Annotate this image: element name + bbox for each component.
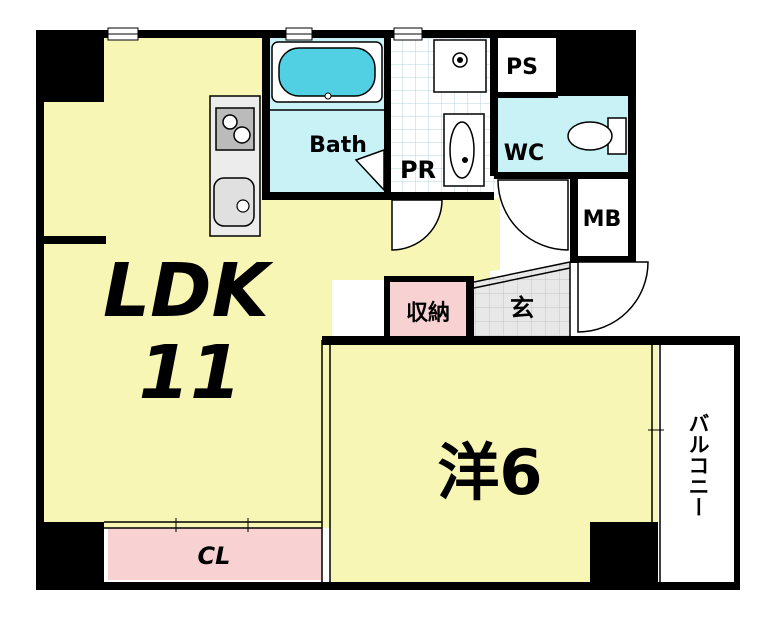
door-bath bbox=[354, 148, 385, 192]
western-label: 洋6 bbox=[437, 436, 542, 509]
wc-label: WC bbox=[504, 141, 544, 166]
ldk-label: LDK bbox=[103, 248, 274, 334]
storage-label: 収納 bbox=[406, 300, 450, 326]
walls bbox=[36, 30, 740, 590]
entrance-floor bbox=[474, 262, 570, 338]
ldk-size-label: 11 bbox=[139, 330, 242, 416]
mb-wall-bottom bbox=[570, 256, 636, 263]
storage-wall-left bbox=[384, 276, 390, 340]
wc-wall-bottom bbox=[494, 172, 630, 179]
sink-icon bbox=[213, 177, 255, 227]
corner-column-tr bbox=[556, 30, 636, 96]
mb-label: MB bbox=[583, 207, 622, 232]
washer-drain-icon bbox=[433, 39, 487, 93]
washbasin-icon bbox=[443, 113, 485, 187]
kitchen-counter bbox=[209, 95, 261, 237]
bath-wall-left bbox=[262, 36, 270, 198]
corner-column-br bbox=[590, 522, 658, 590]
door-entrance bbox=[577, 261, 649, 333]
ps-wall-bottom bbox=[494, 92, 558, 98]
outer-wall-top bbox=[36, 30, 636, 38]
balcony-floor bbox=[660, 345, 738, 585]
closet-label: CL bbox=[198, 542, 231, 570]
column-left-mid bbox=[44, 236, 106, 244]
mb-wall-left bbox=[570, 176, 578, 262]
bath-label: Bath bbox=[309, 133, 367, 158]
bathtub-icon bbox=[270, 41, 384, 111]
outer-wall-left bbox=[36, 30, 44, 590]
storage-wall-right bbox=[466, 276, 474, 340]
doors bbox=[354, 148, 649, 333]
partitions bbox=[104, 261, 661, 582]
bath-pr-wall bbox=[384, 36, 391, 196]
balcony-wall-right bbox=[734, 336, 740, 590]
corner-column-bl bbox=[36, 522, 104, 590]
western-wall-top bbox=[322, 336, 740, 345]
corner-column-tl bbox=[36, 30, 104, 102]
toilet-icon bbox=[567, 117, 627, 155]
mb-floor bbox=[578, 180, 628, 258]
ps-label: PS bbox=[506, 55, 538, 80]
pr-wc-wall bbox=[490, 36, 498, 176]
bath-wall-bottom bbox=[262, 192, 494, 200]
windows bbox=[107, 27, 664, 532]
storage-floor bbox=[390, 282, 466, 338]
stove-icon bbox=[215, 107, 255, 151]
outer-wall-bottom bbox=[36, 582, 660, 590]
room-labels: LDK 11 洋6 Bath PR WC PS MB 収納 玄 CL バルコニー bbox=[103, 55, 710, 570]
ps-floor bbox=[496, 36, 554, 94]
pr-label: PR bbox=[400, 156, 436, 184]
door-wc bbox=[497, 179, 569, 251]
outer-wall-right-upper bbox=[628, 30, 636, 260]
storage-wall bbox=[384, 276, 474, 282]
balcony-wall-bottom bbox=[656, 582, 740, 590]
balcony-label: バルコニー bbox=[686, 413, 710, 518]
closet-floor bbox=[108, 528, 322, 580]
door-pr bbox=[391, 199, 443, 251]
entrance-label: 玄 bbox=[510, 294, 534, 322]
